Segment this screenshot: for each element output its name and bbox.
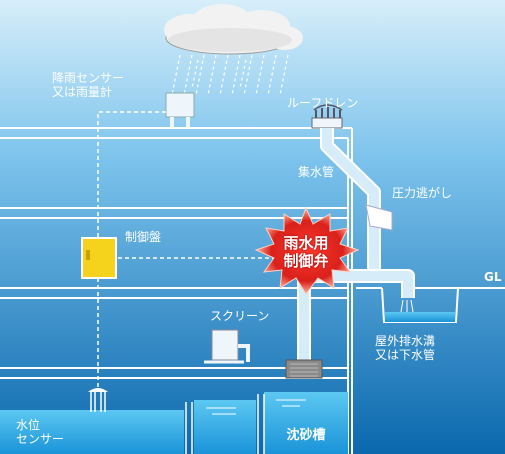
outdoor-drain-label: 屋外排水溝 又は下水管 bbox=[375, 334, 435, 362]
valve-label-line1: 雨水用 bbox=[283, 234, 329, 252]
rain-sensor-label-line2: 又は雨量計 bbox=[52, 85, 113, 99]
outflow-splash bbox=[400, 299, 414, 313]
pressure-relief-tee bbox=[365, 204, 393, 231]
rain-sensor-label-line1: 降雨センサー bbox=[52, 71, 125, 85]
outdoor-drain-label-line2: 又は下水管 bbox=[375, 348, 436, 362]
water-level-sensor-label-line2: センサー bbox=[16, 432, 65, 446]
valve-burst-icon bbox=[254, 206, 360, 295]
cloud-icon bbox=[164, 4, 303, 55]
pressure-relief-label: 圧力逃がし bbox=[392, 186, 453, 200]
collecting-pipe-label: 集水管 bbox=[298, 165, 335, 179]
water-level-sensor-label: 水位 センサー bbox=[16, 418, 64, 446]
control-panel-icon bbox=[81, 237, 117, 279]
drain-water bbox=[385, 312, 455, 322]
outdoor-drain-label-line1: 屋外排水溝 bbox=[375, 334, 436, 348]
control-panel-label: 制御盤 bbox=[125, 230, 162, 244]
roof-drain-label: ルーフドレン bbox=[287, 96, 359, 110]
screen-pump-icon bbox=[204, 329, 250, 364]
screen-mesh bbox=[290, 363, 318, 377]
valve-label: 雨水用 制御弁 bbox=[272, 234, 340, 270]
rain-icon bbox=[171, 54, 289, 96]
signal-wires bbox=[97, 111, 278, 390]
basement-tanks bbox=[0, 392, 348, 454]
screen-box bbox=[285, 359, 323, 379]
floor-2 bbox=[0, 287, 348, 299]
floor-roof bbox=[0, 127, 353, 454]
rain-sensor-label: 降雨センサー 又は雨量計 bbox=[52, 71, 124, 99]
valve-label-line2: 制御弁 bbox=[283, 252, 329, 270]
sensor-box-icon bbox=[165, 92, 195, 127]
water-level-sensor-label-line1: 水位 bbox=[16, 418, 41, 432]
screen-label: スクリーン bbox=[210, 309, 270, 323]
settling-tank-label: 沈砂槽 bbox=[286, 428, 326, 443]
water-level-sensor-icon bbox=[88, 388, 108, 412]
ground-level-label: GL bbox=[484, 270, 502, 284]
